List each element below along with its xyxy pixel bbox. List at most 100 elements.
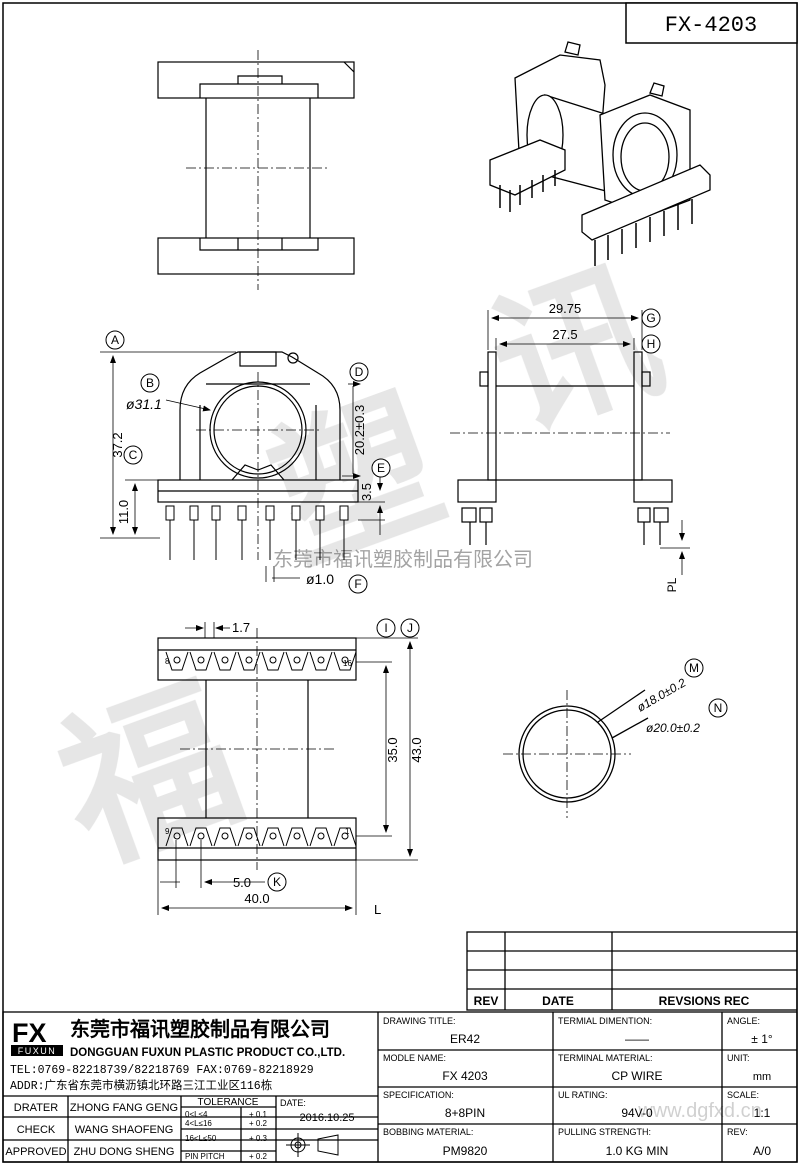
company-name-cn: 东莞市福讯塑胶制品有限公司 (70, 1017, 330, 1041)
callout-h: H (647, 337, 656, 351)
top-view (157, 50, 355, 290)
tolerance-range-1: 0<L≤4 (185, 1110, 208, 1119)
tolerance-value-4: + 0.2 (249, 1152, 268, 1161)
callout-k: K (273, 875, 281, 889)
logo-fuxun: FUXUN (18, 1046, 57, 1056)
date-value: 2016.10.25 (299, 1112, 354, 1124)
tolerance-range-3: 16<L≤50 (185, 1134, 217, 1143)
callout-n: N (714, 701, 723, 715)
name-check: WANG SHAOFENG (75, 1124, 174, 1136)
dim-43: 43.0 (409, 737, 424, 762)
field-unit-value: mm (753, 1071, 771, 1083)
dim-phi-31: ø31.1 (126, 396, 162, 412)
dim-27-5: 27.5 (552, 327, 577, 342)
dim-29-75: 29.75 (549, 301, 582, 316)
field-unit-label: UNIT: (727, 1053, 750, 1063)
dim-phi-20: ø20.0±0.2 (646, 721, 700, 735)
isometric-pins (499, 170, 693, 266)
field-scale-label: SCALE: (727, 1090, 759, 1100)
field-rev-label: REV: (727, 1127, 748, 1137)
field-angle-label: ANGLE: (727, 1016, 760, 1026)
name-drater: ZHONG FANG GENG (70, 1102, 178, 1114)
rev-header-rev: REV (474, 994, 499, 1008)
drawing-code-box: FX-4203 (625, 2, 798, 44)
role-drater: DRATER (14, 1102, 58, 1114)
dim-35: 35.0 (385, 737, 400, 762)
watermark-text: 东莞市福讯塑胶制品有限公司 (273, 547, 533, 571)
field-specification-label: SPECIFICATION: (383, 1090, 454, 1100)
tolerance-title: TOLERANCE (198, 1097, 259, 1108)
pin-label-16: 16 (343, 659, 352, 668)
callout-g: G (646, 311, 655, 325)
field-terminal-material-label: TERMINAL MATERIAL: (558, 1053, 653, 1063)
callout-d: D (355, 365, 364, 379)
title-block-lines (2, 1011, 798, 1163)
dim-20-2: 20.2±0.3 (352, 405, 367, 456)
pin-label-9: 9 (165, 827, 170, 836)
projection-symbol-icon (286, 1133, 339, 1157)
callout-j: J (407, 621, 413, 635)
isometric-view (489, 41, 711, 241)
svg-text:福: 福 (35, 654, 263, 899)
dim-phi-18: ø18.0±0.2 (635, 675, 689, 714)
tolerance-range-2: 4<L≤16 (185, 1119, 212, 1128)
field-terminal-dimension-label: TERMIAL DIMENTION: (558, 1016, 652, 1026)
tolerance-value-1: + 0.1 (249, 1110, 268, 1119)
callout-f: F (354, 577, 361, 591)
dim-pl: PL (665, 577, 679, 592)
dim-l: L (374, 902, 381, 917)
callout-e: E (377, 461, 385, 475)
callout-c: C (129, 448, 138, 462)
field-drawing-title-value: ER42 (450, 1032, 480, 1046)
role-approved: APPROVED (5, 1146, 66, 1158)
field-bobbin-material-label: BOBBING MATERIAL: (383, 1127, 473, 1137)
revision-table (466, 931, 798, 1011)
dim-1-7: 1.7 (232, 620, 250, 635)
tolerance-value-2: + 0.2 (249, 1119, 268, 1128)
field-specification-value: 8+8PIN (445, 1106, 485, 1120)
dim-3-5: 3.5 (359, 483, 374, 501)
field-drawing-title-label: DRAWING TITLE: (383, 1016, 456, 1026)
bottom-view-dimensions (157, 622, 418, 915)
rev-header-recs: REVSIONS REC (659, 994, 750, 1008)
callout-a: A (111, 333, 119, 347)
callout-i: I (384, 621, 387, 635)
dim-5: 5.0 (233, 875, 251, 890)
field-pulling-strength-value: 1.0 KG MIN (606, 1144, 669, 1158)
logo-fx: FX (12, 1018, 47, 1048)
spec-fields: DRAWING TITLE: ER42 MODLE NAME: FX 4203 … (383, 1016, 773, 1158)
field-angle-value: ± 1° (751, 1032, 773, 1046)
company-tel: TEL:0769-82218739/82218769 FAX:0769-8221… (10, 1064, 314, 1077)
field-scale-value: 1:1 (754, 1106, 771, 1120)
drawing-code: FX-4203 (665, 13, 757, 38)
field-bobbin-material-value: PM9820 (443, 1144, 488, 1158)
dim-37-2: 37.2 (110, 432, 125, 457)
tolerance-range-4: PIN PITCH (185, 1152, 225, 1161)
company-logo: FX FUXUN (11, 1018, 63, 1056)
dim-phi-1: ø1.0 (306, 571, 334, 587)
bottom-view (157, 628, 357, 870)
callouts (105, 308, 728, 892)
field-pulling-strength-label: PULLING STRENGTH: (558, 1127, 651, 1137)
role-check: CHECK (17, 1124, 56, 1136)
dim-40: 40.0 (244, 891, 269, 906)
field-ul-rating-value: 94V-0 (621, 1106, 653, 1120)
date-label: DATE: (280, 1098, 306, 1108)
front-view (157, 351, 359, 560)
tolerance-value-3: + 0.3 (249, 1134, 268, 1143)
side-view-dimensions (487, 310, 690, 575)
callout-b: B (146, 376, 154, 390)
pin-label-1: 1 (345, 827, 350, 836)
field-terminal-dimension-value: —— (625, 1032, 649, 1046)
field-module-name-value: FX 4203 (442, 1069, 488, 1083)
name-approved: ZHU DONG SHENG (74, 1146, 175, 1158)
field-ul-rating-label: UL RATING: (558, 1090, 608, 1100)
rev-header-date: DATE (542, 994, 574, 1008)
field-rev-value: A/0 (753, 1144, 771, 1158)
bottom-view-pin-pads (165, 651, 357, 847)
pin-label-8: 8 (165, 657, 170, 666)
callout-letters: A B C D E F G H I J K M N (111, 311, 722, 889)
front-view-dimensions (100, 351, 385, 582)
field-terminal-material-value: CP WIRE (611, 1069, 662, 1083)
